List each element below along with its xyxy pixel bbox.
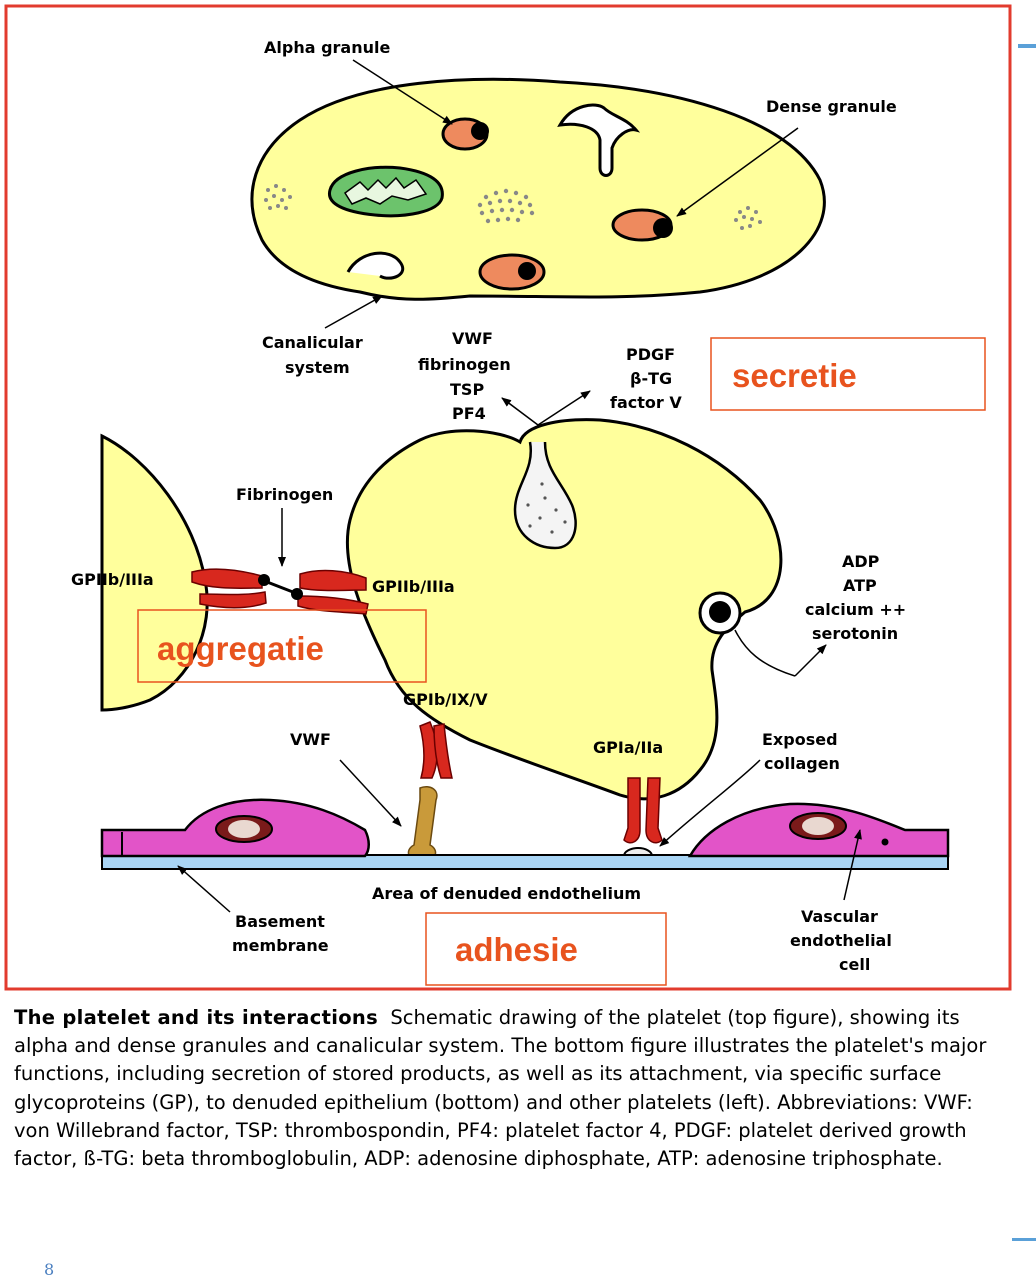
resting-platelet	[250, 77, 826, 301]
label-vwf: VWF	[290, 730, 331, 749]
label-pdgf: PDGF	[626, 345, 675, 364]
label-endothelial: endothelial	[790, 931, 892, 950]
label-fibrinogen: Fibrinogen	[236, 485, 333, 504]
slide-accent-line	[1018, 44, 1036, 48]
label-gpib: GPIb/IX/V	[403, 690, 488, 709]
label-membrane: membrane	[232, 936, 329, 955]
vwf-molecule	[407, 786, 438, 863]
annotation-aggregatie: aggregatie	[157, 630, 324, 667]
label-adp: ADP	[842, 552, 880, 571]
label-denuded: Area of denuded endothelium	[372, 884, 641, 903]
alpha-granule	[478, 253, 546, 291]
annotation-box-secretie	[710, 337, 986, 411]
figure-caption: The platelet and its interactions Schema…	[14, 1004, 1014, 1173]
dense-granule-secreting	[698, 591, 742, 635]
label-basement: Basement	[235, 912, 325, 931]
page-number: 8	[44, 1260, 55, 1279]
canalicular-channel	[346, 251, 404, 280]
label-collagen: collagen	[764, 754, 840, 773]
label-beta-tg: β-TG	[630, 369, 672, 388]
gpia-receptor	[623, 777, 663, 844]
adjacent-platelet	[100, 433, 209, 712]
basement-membrane	[101, 854, 949, 870]
label-gpiib-left: GPIIb/IIIa	[71, 570, 154, 589]
canalicular-channel	[557, 103, 641, 177]
alpha-granule	[441, 117, 489, 151]
slide-accent-line	[1012, 1238, 1036, 1241]
secretory-vesicle	[513, 441, 577, 550]
label-vascular: Vascular	[801, 907, 878, 926]
glycogen-granules	[264, 184, 762, 230]
label-factor-v: factor V	[610, 393, 682, 412]
label-alpha-granule: Alpha granule	[264, 38, 390, 57]
label-atp: ATP	[843, 576, 877, 595]
label-tsp: TSP	[450, 380, 484, 399]
released-products: ADP ATP calcium ++ serotonin	[805, 552, 906, 643]
annotation-adhesie: adhesie	[455, 931, 578, 968]
gpiib-receptor-left	[191, 568, 267, 609]
gpib-receptor	[419, 721, 453, 779]
label-gpia: GPIa/IIa	[593, 738, 663, 757]
label-cell: cell	[839, 955, 870, 974]
label-dense-granule: Dense granule	[766, 97, 897, 116]
activated-platelet	[345, 418, 783, 801]
label-canalicular-2: system	[285, 358, 350, 377]
annotation-box-aggregatie	[137, 609, 427, 683]
secreted-products-right: PDGF β-TG factor V	[610, 345, 682, 412]
label-canalicular-1: Canalicular	[262, 333, 363, 352]
figure-frame	[4, 4, 1012, 991]
label-fibrinogen-secreted: fibrinogen	[418, 355, 511, 374]
label-vwf-secreted: VWF	[452, 329, 493, 348]
label-calcium: calcium ++	[805, 600, 906, 619]
label-exposed: Exposed	[762, 730, 838, 749]
secreted-products-left: VWF fibrinogen TSP PF4	[418, 329, 511, 423]
annotation-secretie: secretie	[732, 357, 857, 394]
label-gpiib-right: GPIIb/IIIa	[372, 577, 455, 596]
dense-granule	[611, 208, 673, 242]
caption-title: The platelet and its interactions	[14, 1006, 378, 1029]
annotation-box-adhesie	[425, 912, 667, 986]
label-serotonin: serotonin	[812, 624, 898, 643]
label-pf4: PF4	[452, 404, 486, 423]
platelet-diagram: Alpha granule Dense granule Canalicular …	[4, 4, 1012, 991]
caption-text: Schematic drawing of the platelet (top f…	[14, 1006, 987, 1171]
